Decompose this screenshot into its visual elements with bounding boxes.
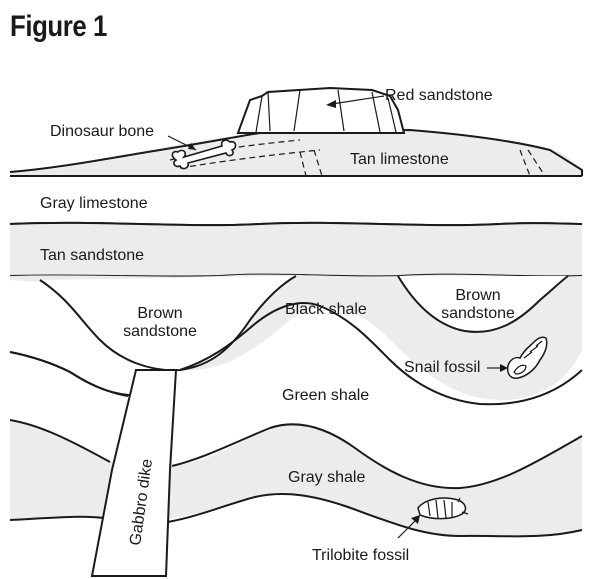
brown-sandstone-left bbox=[39, 275, 297, 372]
brown-sandstone-right bbox=[397, 275, 569, 333]
label-brown-sandstone-right-line1: Brown bbox=[455, 287, 500, 304]
label-tan-limestone: Tan limestone bbox=[350, 151, 449, 168]
dinosaur-bone-icon bbox=[171, 139, 237, 170]
label-brown-sandstone-left-line1: Brown bbox=[137, 305, 182, 322]
snail-fossil-icon bbox=[506, 336, 548, 379]
red-sandstone-pointer bbox=[331, 95, 385, 105]
label-black-shale: Black shale bbox=[285, 301, 367, 318]
label-snail-fossil: Snail fossil bbox=[404, 359, 480, 376]
label-gray-limestone: Gray limestone bbox=[40, 195, 148, 212]
label-red-sandstone: Red sandstone bbox=[385, 87, 493, 104]
label-brown-sandstone-left-line2: sandstone bbox=[123, 323, 197, 340]
label-gray-shale: Gray shale bbox=[288, 469, 365, 486]
figure-title: Figure 1 bbox=[10, 10, 107, 43]
ground-surface-line bbox=[9, 128, 583, 176]
label-trilobite-fossil: Trilobite fossil bbox=[312, 547, 409, 564]
label-brown-sandstone-right-line2: sandstone bbox=[441, 305, 515, 322]
label-tan-sandstone: Tan sandstone bbox=[40, 247, 144, 264]
label-dinosaur-bone: Dinosaur bone bbox=[50, 123, 154, 140]
trilobite-fossil-pointer bbox=[397, 519, 417, 539]
tan-sandstone-band bbox=[10, 222, 582, 277]
green-shale-base bbox=[9, 419, 583, 490]
tan-limestone-outcrop bbox=[10, 128, 582, 176]
label-green-shale: Green shale bbox=[282, 387, 369, 404]
trilobite-fossil-icon bbox=[417, 497, 469, 520]
gabbro-dike bbox=[90, 369, 178, 577]
gray-shale-base bbox=[9, 492, 583, 538]
